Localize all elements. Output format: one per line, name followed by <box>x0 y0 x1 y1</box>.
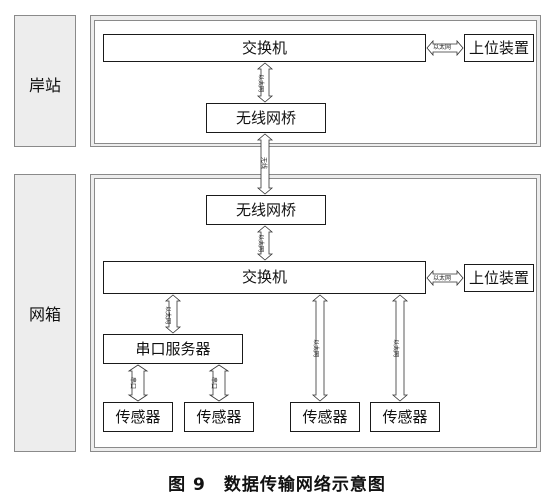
shore-station-label: 岸站 <box>28 76 61 95</box>
link-label-serial-server: 以太网 <box>164 305 172 325</box>
net-cage-label: 网箱 <box>28 305 61 324</box>
shore-side-panel <box>14 15 76 147</box>
shore-switch-box: 交换机 <box>103 34 426 62</box>
sensor-box-2: 传感器 <box>184 402 254 432</box>
link-label-shore-host: 以太网 <box>433 44 452 51</box>
arrow-serial-sensor-2 <box>208 364 230 402</box>
cage-host-device-box: 上位装置 <box>464 264 534 292</box>
figure-number: 图 9 <box>168 475 206 495</box>
link-label-sensor-4: 以太网 <box>392 338 400 358</box>
shore-host-device-box: 上位装置 <box>464 34 534 62</box>
cage-switch-box: 交换机 <box>103 261 426 294</box>
arrow-serial-sensor-1 <box>127 364 149 402</box>
arrow-cage-switch-host <box>426 269 464 287</box>
arrow-wireless-link <box>256 133 274 195</box>
link-label-sensor-1: 串口 <box>129 376 137 390</box>
link-label-wireless: 无线 <box>260 156 268 170</box>
link-label-sensor-2: 串口 <box>210 376 218 390</box>
shore-wireless-bridge-box: 无线网桥 <box>206 103 326 133</box>
link-label-cage-host: 以太网 <box>433 275 452 282</box>
arrow-cage-wireless-switch <box>256 225 274 261</box>
arrow-shore-switch-host <box>426 39 464 57</box>
link-label-sensor-3: 以太网 <box>312 338 320 358</box>
cage-wireless-bridge-box: 无线网桥 <box>206 195 326 225</box>
arrow-switch-serial-server <box>164 294 182 334</box>
link-label-shore-switch-wireless: 以太网 <box>257 73 265 93</box>
sensor-box-4: 传感器 <box>370 402 440 432</box>
arrow-switch-sensor-3 <box>311 294 329 402</box>
arrow-shore-switch-wireless <box>256 62 274 103</box>
figure-title: 数据传输网络示意图 <box>223 475 386 495</box>
cage-side-panel <box>14 174 76 452</box>
sensor-box-1: 传感器 <box>103 402 173 432</box>
serial-server-box: 串口服务器 <box>103 334 243 364</box>
link-label-cage-wireless-switch: 以太网 <box>257 233 265 253</box>
figure-caption: 图 9 数据传输网络示意图 <box>0 470 554 495</box>
sensor-box-3: 传感器 <box>290 402 360 432</box>
arrow-switch-sensor-4 <box>391 294 409 402</box>
